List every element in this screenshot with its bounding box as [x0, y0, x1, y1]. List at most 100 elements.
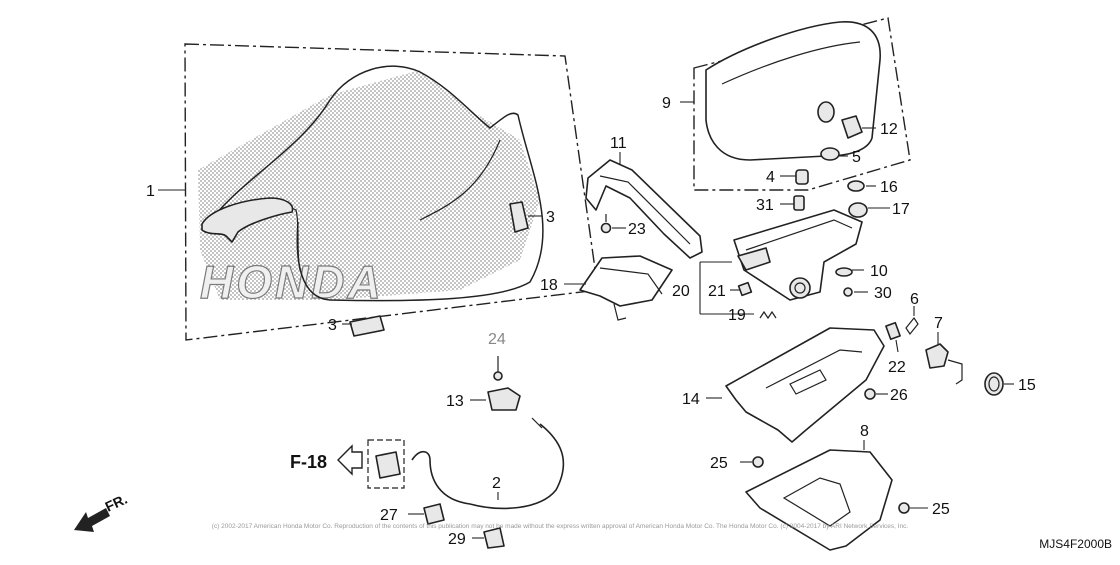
lock-parts-group [885, 316, 1004, 396]
callout-3-lower: 3 [328, 317, 337, 334]
callout-2: 2 [492, 475, 501, 492]
cable-group [367, 356, 565, 549]
bolt-25-upper [752, 456, 764, 468]
reference-box [367, 439, 405, 489]
pillion-seat-top-line [721, 41, 861, 85]
seat-lock-cylinder [925, 343, 949, 369]
under-tray-group [725, 327, 885, 443]
callout-9: 9 [662, 95, 671, 112]
seat-front-hook [201, 197, 294, 243]
leader-lines [158, 101, 1014, 539]
seat-group-outline [184, 43, 599, 341]
bolt-31 [793, 195, 805, 211]
callout-19: 19 [728, 307, 746, 324]
under-tray-ridge [765, 349, 863, 389]
under-tray-slot [789, 369, 827, 395]
seat-shell [205, 65, 544, 302]
bolt-23 [600, 222, 612, 234]
cable-clamp-29 [483, 527, 505, 549]
reference-label: F-18 [290, 452, 327, 472]
callout-31: 31 [756, 197, 774, 214]
callout-1: 1 [146, 183, 155, 200]
callout-26: 26 [890, 387, 908, 404]
spring-19 [759, 310, 777, 320]
callout-24: 24 [488, 331, 506, 348]
bolt-24 [493, 371, 503, 381]
bolt-26 [864, 388, 876, 400]
pillion-seat-outline [693, 17, 911, 191]
pillion-seat [705, 21, 881, 161]
callout-12: 12 [880, 121, 898, 138]
seat-catch-lock-core [794, 282, 806, 294]
callout-25-lower: 25 [932, 501, 950, 518]
seat-lock-cable [411, 423, 565, 510]
seat-catch-rail [745, 219, 853, 251]
callout-4: 4 [766, 169, 775, 186]
callout-18: 18 [540, 277, 558, 294]
seat-catch-base [733, 209, 863, 301]
callout-10: 10 [870, 263, 888, 280]
seat-bracket [579, 255, 673, 307]
seat-lock-cable-end [531, 417, 543, 429]
callout-25-upper: 25 [710, 455, 728, 472]
grab-rail [585, 159, 703, 259]
reference-arrow [337, 444, 363, 476]
seat-cushion-rubber-upper [509, 201, 529, 233]
seat-lock-key [947, 359, 963, 385]
front-direction-arrow [74, 508, 110, 532]
diagram-code: MJS4F2000B [1039, 537, 1112, 551]
cable-holder [487, 387, 521, 411]
callout-numbers: 1 2 3 3 4 5 6 7 8 9 10 11 12 13 14 15 16… [146, 95, 1036, 548]
callout-5: 5 [852, 149, 861, 166]
callout-8: 8 [860, 423, 869, 440]
callout-7: 7 [934, 315, 943, 332]
pillion-seat-hole [817, 101, 835, 123]
seat-bracket-group [579, 255, 673, 321]
catch-spacer [737, 281, 753, 297]
seat-bracket-fold [599, 267, 663, 295]
callout-3-upper: 3 [546, 209, 555, 226]
callout-22: 22 [888, 359, 906, 376]
callout-6: 6 [910, 291, 919, 308]
clip-6 [905, 316, 919, 336]
seat-catch-arm [737, 247, 771, 271]
cable-clamp-27 [423, 503, 445, 525]
under-tray [725, 327, 885, 443]
rear-cowl-group [745, 449, 910, 551]
rubber-17 [848, 202, 868, 218]
seat-center-crease [419, 139, 501, 221]
front-direction-label: FR. [103, 491, 130, 515]
callout-11: 11 [610, 135, 627, 152]
callout-29: 29 [448, 531, 466, 548]
callout-16: 16 [880, 179, 898, 196]
seat-catch-lock [789, 277, 811, 299]
washer-16 [847, 180, 865, 192]
callout-13: 13 [446, 393, 464, 410]
lock-cover-ring [984, 372, 1004, 396]
lock-cover-ring-inner [988, 376, 1000, 392]
callout-27: 27 [380, 507, 398, 524]
seat-cushion-rubber-lower [349, 315, 385, 337]
callout-21: 21 [708, 283, 726, 300]
callout-15: 15 [1018, 377, 1036, 394]
grab-rail-inner-line [599, 175, 691, 245]
callout-23: 23 [628, 221, 646, 238]
honda-watermark: HONDA [200, 256, 384, 308]
copyright-line: (c) 2002-2017 American Honda Motor Co. R… [212, 523, 909, 530]
seat-cushion-rubber [795, 169, 809, 185]
rear-cowl [745, 449, 893, 551]
switch-assembly [375, 451, 401, 479]
callout-30: 30 [874, 285, 892, 302]
plate-22 [885, 321, 901, 341]
pillion-seat-group [693, 17, 911, 191]
pillion-seat-clip [841, 115, 863, 139]
callout-17: 17 [892, 201, 910, 218]
rear-cowl-recess [782, 477, 851, 527]
washer-10 [835, 267, 853, 277]
seat-bracket-tab [613, 303, 627, 321]
bolt-25-lower [898, 502, 910, 514]
grommet-small [820, 147, 840, 161]
bolt-30 [843, 287, 853, 297]
